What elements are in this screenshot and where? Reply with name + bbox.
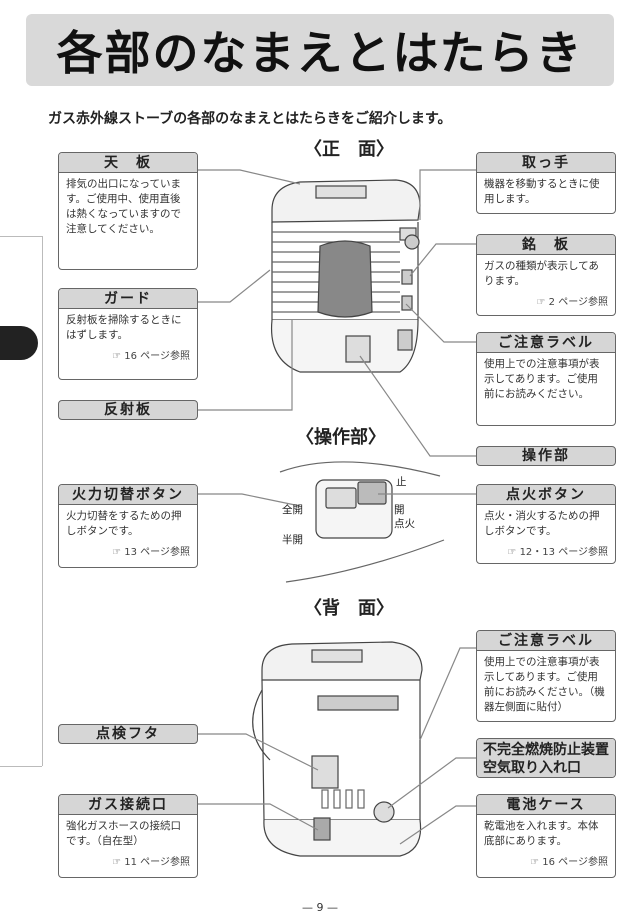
side-divider — [42, 236, 43, 766]
part-desc: 反射板を掃除するときにはずします。 — [66, 314, 182, 341]
part-label: 火力切替ボタン — [59, 485, 197, 505]
part-label: 天 板 — [59, 153, 197, 173]
part-desc: 火力切替をするための押しボタンです。 — [66, 510, 182, 537]
page-number: — 9 — — [302, 901, 338, 914]
part-sousabu: 操作部 — [476, 446, 616, 466]
page-ref: ☞ 11 ページ参照 — [112, 857, 190, 868]
part-desc: 使用上での注意事項が表示してあります。ご使用前にお読みください。 — [484, 358, 600, 400]
side-divider — [0, 766, 42, 767]
part-tenban: 天 板 排気の出口になっています。ご使用中、使用直後は熱くなっていますので注意し… — [58, 152, 198, 270]
part-label: 電池ケース — [477, 795, 615, 815]
part-label: ご注意ラベル — [477, 631, 615, 651]
part-desc: 機器を移動するときに使用します。 — [484, 178, 600, 205]
section-back: 〈背 面〉 — [304, 598, 394, 619]
part-caution-back: ご注意ラベル 使用上での注意事項が表示してあります。ご使用前にお読みください。（… — [476, 630, 616, 722]
part-meiban: 銘 板 ガスの種類が表示してあります。 ☞ 2 ページ参照 — [476, 234, 616, 316]
page-title: 各部のなまえとはたらき — [56, 26, 584, 80]
ref-icon: ☞ — [112, 547, 122, 558]
label-ignite: 点火 — [394, 518, 415, 530]
intro-text: ガス赤外線ストーブの各部のなまえとはたらきをご紹介します。 — [48, 111, 452, 127]
part-totte: 取っ手 機器を移動するときに使用します。 — [476, 152, 616, 214]
page-ref: ☞ 2 ページ参照 — [536, 297, 609, 308]
part-caution-front: ご注意ラベル 使用上での注意事項が表示してあります。ご使用前にお読みください。 — [476, 332, 616, 426]
part-tenken: 点検フタ — [58, 724, 198, 744]
part-label: ガス接続口 — [59, 795, 197, 815]
part-tenka: 点火ボタン 点火・消火するための押しボタンです。 ☞ 12・13 ページ参照 — [476, 484, 616, 564]
part-fukanzen: 不完全燃焼防止装置 空気取り入れ口 — [476, 738, 616, 778]
part-desc: 乾電池を入れます。本体底部にあります。 — [484, 820, 599, 847]
side-divider — [0, 236, 42, 237]
part-guard: ガード 反射板を掃除するときにはずします。 ☞ 16 ページ参照 — [58, 288, 198, 380]
part-hanshaban: 反射板 — [58, 400, 198, 420]
ref-icon: ☞ — [530, 857, 540, 868]
part-desc: 使用上での注意事項が表示してあります。ご使用前にお読みください。（機器左側面に貼… — [484, 656, 605, 713]
part-label: 銘 板 — [477, 235, 615, 255]
part-gas: ガス接続口 強化ガスホースの接続口です。（自在型） ☞ 11 ページ参照 — [58, 794, 198, 878]
page-ref: ☞ 13 ページ参照 — [112, 547, 190, 558]
part-desc: 排気の出口になっています。ご使用中、使用直後は熱くなっていますので注意してくださ… — [66, 178, 181, 235]
ref-icon: ☞ — [536, 297, 546, 308]
part-desc: 点火・消火するための押しボタンです。 — [484, 510, 600, 537]
page-ref: ☞ 12・13 ページ参照 — [507, 547, 608, 558]
section-front: 〈正 面〉 — [304, 139, 394, 160]
part-label: 取っ手 — [477, 153, 615, 173]
label-stop: 止 — [396, 476, 407, 488]
label-full-open: 全開 — [282, 504, 303, 516]
part-label: 不完全燃焼防止装置 空気取り入れ口 — [477, 739, 615, 777]
part-label: ご注意ラベル — [477, 333, 615, 353]
part-label: 点火ボタン — [477, 485, 615, 505]
label-open: 開 — [394, 504, 405, 516]
part-desc: ガスの種類が表示してあります。 — [484, 260, 599, 287]
part-denchi: 電池ケース 乾電池を入れます。本体底部にあります。 ☞ 16 ページ参照 — [476, 794, 616, 878]
ref-icon: ☞ — [112, 351, 122, 362]
section-control: 〈操作部〉 — [296, 427, 386, 448]
part-label: ガード — [59, 289, 197, 309]
chapter-tab — [0, 326, 38, 360]
part-desc: 強化ガスホースの接続口です。（自在型） — [66, 820, 181, 847]
title-bar: 各部のなまえとはたらき — [26, 14, 614, 86]
part-karyoku: 火力切替ボタン 火力切替をするための押しボタンです。 ☞ 13 ページ参照 — [58, 484, 198, 568]
page-ref: ☞ 16 ページ参照 — [530, 857, 608, 868]
label-half-open: 半開 — [282, 534, 303, 546]
ref-icon: ☞ — [507, 547, 517, 558]
ref-icon: ☞ — [112, 857, 122, 868]
page-ref: ☞ 16 ページ参照 — [112, 351, 190, 362]
